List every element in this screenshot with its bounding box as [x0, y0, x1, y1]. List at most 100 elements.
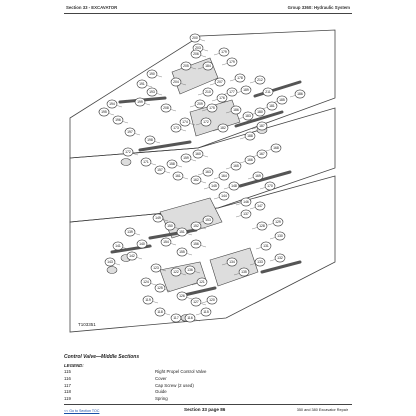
- callout-number: 190: [149, 72, 155, 76]
- callout-circle: [170, 267, 182, 277]
- callout-number: 179: [229, 60, 235, 64]
- callout-circle: [266, 101, 278, 111]
- callout-circle: [272, 217, 284, 227]
- callout-circle: [160, 237, 172, 247]
- callout-number: 177: [229, 90, 235, 94]
- section-toc-link[interactable]: << Go to Section TOC: [64, 409, 100, 413]
- callout-circle: [189, 33, 201, 43]
- callout-number: 187: [259, 124, 265, 128]
- callout-bubble: 194: [106, 99, 118, 109]
- callout-bubble: 176: [216, 93, 228, 103]
- callout-bubble: 159: [180, 153, 192, 163]
- callout-bubble: 129: [272, 217, 284, 227]
- callout-number: 125: [157, 286, 163, 290]
- legend-text: Guide: [155, 389, 167, 395]
- callout-bubble: 136: [184, 265, 196, 275]
- callout-circle: [150, 263, 162, 273]
- callout-number: 140: [139, 242, 145, 246]
- callout-circle: [226, 87, 238, 97]
- callout-circle: [154, 165, 166, 175]
- callout-circle: [152, 213, 164, 223]
- callout-number: 209: [197, 102, 203, 106]
- callout-number: 156: [193, 242, 199, 246]
- callout-bubble: 183: [242, 111, 254, 121]
- header-rule: [64, 13, 352, 14]
- callout-bubble: 175: [206, 103, 218, 113]
- callout-number: 185: [279, 98, 285, 102]
- callout-circle: [170, 313, 182, 323]
- callout-circle: [166, 159, 178, 169]
- legend-text: Cover: [155, 375, 167, 381]
- spool-rod: [260, 260, 302, 274]
- callout-number: 121: [199, 280, 205, 284]
- callout-number: 210: [205, 90, 211, 94]
- callout-circle: [142, 295, 154, 305]
- callout-circle: [106, 99, 118, 109]
- callout-number: 122: [173, 270, 179, 274]
- callout-number: 144: [221, 194, 227, 198]
- callout-number: 141: [115, 244, 121, 248]
- end-cap: [120, 158, 132, 166]
- callout-bubble: 206: [190, 49, 202, 59]
- callout-circle: [230, 105, 242, 115]
- callout-number: 204: [173, 80, 179, 84]
- callout-bubble: 164: [218, 171, 230, 181]
- callout-circle: [112, 115, 124, 125]
- legend-text: Spring: [155, 396, 168, 402]
- callout-circle: [126, 251, 138, 261]
- spool-rod: [234, 110, 284, 128]
- callout-circle: [180, 153, 192, 163]
- callout-bubble: 191: [136, 79, 148, 89]
- callout-bubble: 142: [126, 251, 138, 261]
- callout-bubble: 125: [154, 283, 166, 293]
- callout-circle: [294, 89, 306, 99]
- callout-bubble: 133: [254, 257, 266, 267]
- callout-bubble: 179: [226, 57, 238, 67]
- callout-circle: [170, 123, 182, 133]
- callout-bubble: 150: [164, 221, 176, 231]
- callout-bubble: 171: [140, 157, 152, 167]
- callout-circle: [179, 117, 191, 127]
- callout-circle: [140, 157, 152, 167]
- callout-bubble: 169: [252, 171, 264, 181]
- callout-number: 131: [263, 244, 269, 248]
- callout-circle: [190, 221, 202, 231]
- spool-rod: [238, 170, 292, 188]
- manual-title: 350 and 380 Excavator Repair: [296, 408, 348, 412]
- callout-circle: [276, 95, 288, 105]
- callout-number: 173: [173, 126, 179, 130]
- callout-bubble: 195: [98, 107, 110, 117]
- callout-number: 126: [179, 294, 185, 298]
- callout-bubble: 182: [217, 123, 229, 133]
- callout-bubble: 208: [160, 103, 172, 113]
- callout-number: 159: [183, 156, 189, 160]
- callout-circle: [160, 103, 172, 113]
- callout-number: 211: [265, 90, 271, 94]
- callout-number: 151: [179, 230, 185, 234]
- callout-number: 203: [195, 46, 201, 50]
- callout-circle: [217, 123, 229, 133]
- callout-bubble: 141: [112, 241, 124, 251]
- callout-bubble: 197: [124, 127, 136, 137]
- callout-number: 207: [217, 80, 223, 84]
- callout-circle: [200, 307, 212, 317]
- callout-number: 158: [169, 162, 175, 166]
- callout-number: 212: [257, 78, 263, 82]
- callout-circle: [136, 239, 148, 249]
- callout-number: 154: [163, 240, 169, 244]
- callout-bubble: 151: [176, 227, 188, 237]
- callout-number: 127: [193, 300, 199, 304]
- callout-number: 139: [127, 230, 133, 234]
- callout-circle: [136, 79, 148, 89]
- callout-bubble: 146: [240, 197, 252, 207]
- callout-bubble: 198: [144, 135, 156, 145]
- callout-number: 176: [219, 96, 225, 100]
- callout-number: 168: [273, 146, 279, 150]
- callout-circle: [104, 257, 116, 267]
- figure-title: Control Valve—Middle Sections: [64, 354, 140, 360]
- callout-circle: [146, 69, 158, 79]
- callout-circle: [244, 131, 256, 141]
- callout-number: 142: [129, 254, 135, 258]
- callout-circle: [230, 161, 242, 171]
